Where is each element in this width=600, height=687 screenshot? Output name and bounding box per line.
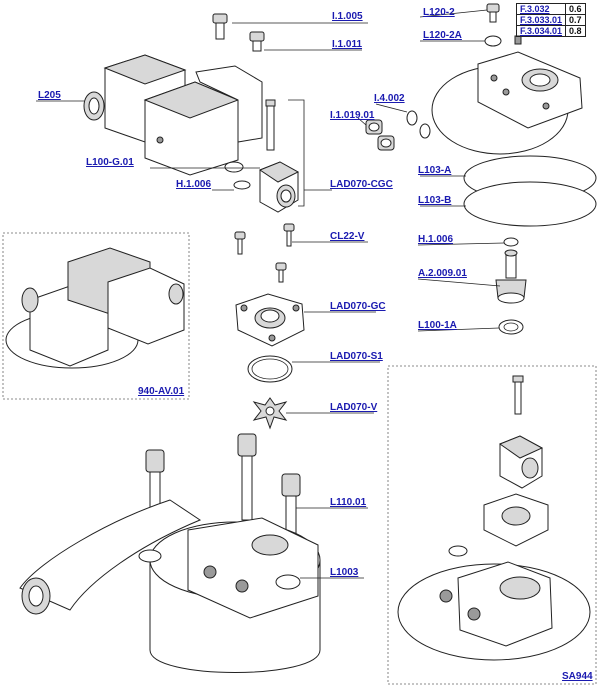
leader-lines — [36, 9, 505, 579]
label-i1005[interactable]: I.1.005 — [332, 11, 363, 22]
jet-code[interactable]: F.3.034.01 — [515, 25, 567, 37]
gasket-l103-b — [463, 181, 597, 227]
jet-code[interactable]: F.3.032 — [515, 3, 567, 15]
washer-l100-1a — [498, 319, 524, 335]
bolt-l110-2 — [237, 433, 257, 521]
inset-940-av-drawing — [5, 247, 185, 369]
screw-cl22v-2 — [283, 223, 295, 247]
jet-code[interactable]: F.3.033.01 — [515, 14, 567, 26]
washer-l100-1a-inner — [503, 322, 519, 332]
washer-l120-2a — [484, 35, 502, 47]
label-h1006-a[interactable]: H.1.006 — [176, 179, 211, 190]
label-i1019[interactable]: I.1.019.01 — [330, 110, 375, 121]
washer-h1006-b — [503, 237, 519, 247]
label-940-av01[interactable]: 940-AV.01 — [138, 386, 185, 397]
group-head-body — [19, 499, 321, 673]
screw-i1005 — [212, 13, 228, 40]
oring-lad070-s1 — [247, 355, 293, 383]
label-h1006-b[interactable]: H.1.006 — [418, 234, 453, 245]
solenoid-l205 — [83, 54, 263, 176]
label-lad070-cgc[interactable]: LAD070-CGC — [330, 179, 393, 190]
label-sa944[interactable]: SA944 — [562, 671, 593, 682]
label-cl22v[interactable]: CL22-V — [330, 231, 365, 242]
jet-size-table: F.3.032 0.6 F.3.033.01 0.7 F.3.034.01 0.… — [515, 3, 586, 37]
pin-lad070-cgc — [265, 99, 276, 151]
label-l100-g01[interactable]: L100-G.01 — [86, 157, 134, 168]
washers-i4002 — [406, 110, 431, 139]
label-lad070-s1[interactable]: LAD070-S1 — [330, 351, 383, 362]
label-a2009[interactable]: A.2.009.01 — [418, 268, 467, 279]
jet-size-row: F.3.034.01 0.8 — [515, 25, 586, 37]
label-l120-2a[interactable]: L120-2A — [423, 30, 462, 41]
label-i1011[interactable]: I.1.011 — [332, 39, 362, 50]
oring-lad070-s1-inner — [251, 358, 289, 380]
inset-sa944-drawing — [397, 375, 591, 661]
label-l110-01[interactable]: L110.01 — [330, 497, 367, 508]
jet-size-row: F.3.032 0.6 — [515, 3, 586, 15]
screw-center — [275, 262, 287, 283]
jet-value: 0.7 — [565, 14, 586, 26]
label-l205[interactable]: L205 — [38, 90, 61, 101]
jet-value: 0.6 — [565, 3, 586, 15]
plate-lad070-gc — [235, 293, 305, 347]
inset-box-sa944 — [387, 365, 597, 685]
label-lad070-v[interactable]: LAD070-V — [330, 402, 378, 413]
label-l120-2[interactable]: L120-2 — [423, 7, 455, 18]
jet-f3 — [514, 35, 522, 45]
coil-lad070-cgc — [258, 161, 300, 213]
bolt-l110-3 — [281, 473, 301, 561]
screw-cl22v-1 — [234, 231, 246, 255]
washer-small-2 — [233, 180, 251, 190]
label-i4002[interactable]: I.4.002 — [374, 93, 405, 104]
star-lad070-v — [252, 397, 288, 430]
label-l103-b[interactable]: L103-B — [418, 195, 451, 206]
label-lad070-gc[interactable]: LAD070-GC — [330, 301, 386, 312]
inset-box-940-av — [2, 232, 190, 400]
label-l100-1a[interactable]: L100-1A — [418, 320, 457, 331]
label-l103-a[interactable]: L103-A — [418, 165, 451, 176]
bolt-l110-1 — [145, 449, 165, 533]
valve-a2009 — [495, 249, 527, 304]
fittings-i1019 — [365, 119, 395, 151]
label-l1003[interactable]: L1003 — [330, 567, 359, 578]
screw-l120-2 — [486, 3, 500, 23]
plate-right-top — [431, 51, 583, 155]
washer-small-1 — [224, 161, 244, 173]
screw-i1011 — [249, 31, 265, 52]
jet-size-row: F.3.033.01 0.7 — [515, 14, 586, 26]
jet-value: 0.8 — [565, 25, 586, 37]
